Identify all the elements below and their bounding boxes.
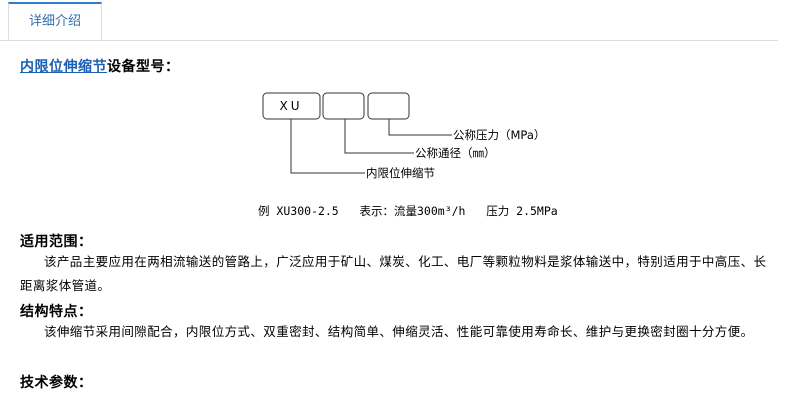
code-box-diameter xyxy=(322,92,365,120)
model-heading-suffix: 设备型号： xyxy=(107,59,180,75)
tab-details[interactable]: 详细介绍 xyxy=(8,2,102,40)
scope-heading: 适用范围： xyxy=(20,234,93,250)
product-link[interactable]: 内限位伸缩节 xyxy=(20,59,107,75)
tech-heading: 技术参数： xyxy=(20,375,93,391)
label-diameter: 公称通径（㎜） xyxy=(415,146,496,160)
example-text: 例 XU300-2.5 表示：流量300m³/h 压力 2.5MPa xyxy=(258,204,558,218)
features-heading: 结构特点： xyxy=(20,304,93,320)
leader-line-diameter xyxy=(344,119,414,154)
tab-bar: 详细介绍 xyxy=(0,0,778,41)
features-text: 该伸缩节采用间隙配合，内限位方式、双重密封、结构简单、伸缩灵活、性能可靠使用寿命… xyxy=(44,324,754,339)
code-box-series xyxy=(262,92,321,120)
label-pressure: 公称压力（MPa） xyxy=(453,128,545,142)
leader-line-name xyxy=(290,119,365,174)
leader-line-pressure xyxy=(388,119,452,136)
code-box-pressure xyxy=(367,92,410,120)
scope-text: 该产品主要应用在两相流输送的管路上，广泛应用于矿山、煤炭、化工、电厂等颗粒物料是… xyxy=(20,254,767,293)
model-heading: 内限位伸缩节设备型号： xyxy=(20,56,180,76)
code-box-series-text: XU xyxy=(279,99,302,113)
label-name: 内限位伸缩节 xyxy=(366,166,435,180)
